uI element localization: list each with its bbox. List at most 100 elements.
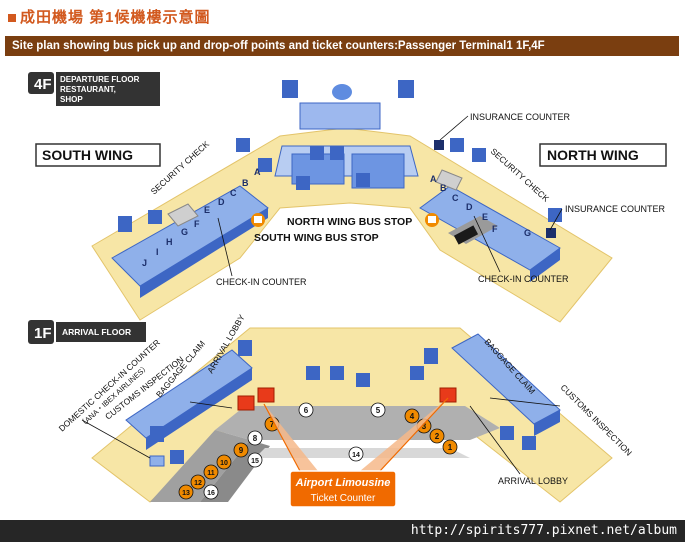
insurance-icon bbox=[546, 228, 556, 238]
central-top-building bbox=[299, 102, 381, 130]
restroom-icon bbox=[450, 138, 464, 152]
bus-stop-8 bbox=[247, 430, 263, 446]
floor1-badge bbox=[28, 320, 54, 344]
ticket-callout-beam bbox=[264, 404, 318, 471]
restroom-icon bbox=[548, 208, 562, 222]
counter-letter: D bbox=[466, 202, 473, 212]
bus-stop-12 bbox=[190, 474, 206, 490]
ticket-counter-south bbox=[257, 387, 275, 403]
bus-stop-number: 15 bbox=[251, 458, 259, 465]
counter-letter: E bbox=[482, 212, 488, 222]
bus-stop-number: 11 bbox=[207, 470, 215, 477]
ticket-counter-north bbox=[439, 387, 457, 403]
bus-glyph-icon bbox=[428, 216, 436, 223]
north-wing-box bbox=[539, 143, 667, 167]
bus-stop-number: 3 bbox=[422, 422, 427, 431]
south-road bbox=[150, 430, 250, 502]
bus-stop-2 bbox=[429, 428, 445, 444]
bus-stop-number: 6 bbox=[304, 406, 309, 415]
floor4-label-line: DEPARTURE FLOOR bbox=[60, 75, 140, 84]
ticket-counter-box bbox=[289, 470, 397, 508]
north-wing-building-side bbox=[530, 248, 560, 282]
elevator-icon bbox=[356, 373, 370, 387]
floor4-label-line: RESTAURANT, bbox=[60, 85, 116, 94]
bus-stop-11 bbox=[203, 464, 219, 480]
ticket-label-text: Ticket Counter bbox=[311, 493, 376, 504]
counter-letter: C bbox=[452, 193, 459, 203]
north-wing-label: NORTH WING bbox=[547, 147, 639, 163]
bus-stop-number: 16 bbox=[207, 490, 215, 497]
bus-stop-number: 5 bbox=[376, 406, 381, 415]
bus-stop-5 bbox=[370, 402, 386, 418]
title-square-icon bbox=[8, 14, 16, 23]
south-wing-bus-stop-label: SOUTH WING BUS STOP bbox=[254, 232, 379, 244]
header-bar: Site plan showing bus pick up and drop-o… bbox=[5, 36, 679, 56]
south-wing-box bbox=[35, 143, 161, 167]
leader-line bbox=[81, 419, 151, 459]
bus-stop-number: 4 bbox=[410, 412, 415, 421]
central-dome bbox=[332, 84, 352, 100]
bus-stop-number: 12 bbox=[194, 480, 202, 487]
checkin-counter-north-label: CHECK-IN COUNTER bbox=[478, 274, 569, 284]
insurance-icon bbox=[434, 140, 444, 150]
ticket-callout-beam bbox=[360, 398, 448, 471]
bus-stop-numbers: 1 2 3 4 7 9 10 11 12 13 5 6 8 14 15 16 bbox=[178, 402, 458, 500]
bus-glyph-icon bbox=[254, 216, 262, 223]
page-title: 成田機場 第1候機樓示意圖 bbox=[8, 6, 211, 27]
counter-letter: I bbox=[156, 247, 159, 257]
counter-letter: A bbox=[430, 174, 437, 184]
counter-letter: E bbox=[204, 205, 210, 215]
leader-line bbox=[189, 401, 233, 409]
bus-stop-10 bbox=[216, 454, 232, 470]
watermark: http://spirits777.pixnet.net/album bbox=[410, 523, 677, 538]
north-baggage-building-side bbox=[534, 410, 560, 436]
counter-letter: C bbox=[230, 188, 237, 198]
central-block-right bbox=[351, 153, 405, 189]
bus-stop-number: 2 bbox=[435, 432, 440, 441]
restroom-icon bbox=[118, 216, 132, 232]
bus-stop-number: 10 bbox=[220, 460, 228, 467]
elevator-icon bbox=[472, 148, 486, 162]
counter-letter: F bbox=[194, 219, 200, 229]
elevator-icon bbox=[296, 176, 310, 190]
bus-stop-number: 9 bbox=[239, 446, 244, 455]
elevator-icon bbox=[522, 436, 536, 450]
south-counter-letters: A B C D E F G H I J bbox=[142, 167, 261, 268]
counter-letter: J bbox=[142, 258, 147, 268]
checkin-counter-south-label: CHECK-IN COUNTER bbox=[216, 277, 307, 287]
leader-line bbox=[469, 405, 521, 475]
leader-line bbox=[489, 397, 561, 407]
restroom-icon bbox=[398, 80, 414, 98]
elevator-icon bbox=[148, 210, 162, 224]
counter-letter: A bbox=[254, 167, 261, 177]
elevator-icon bbox=[410, 366, 424, 380]
south-wing-label: SOUTH WING bbox=[42, 147, 133, 163]
floor4-label-box bbox=[56, 72, 160, 106]
floor4-icons bbox=[118, 80, 562, 245]
bus-stop-9 bbox=[233, 442, 249, 458]
elevator-icon bbox=[356, 173, 370, 187]
floor1-badge-text: 1F bbox=[34, 325, 52, 342]
restroom-icon bbox=[150, 426, 164, 442]
floor4-badge-text: 4F bbox=[34, 76, 52, 93]
south-stairs bbox=[167, 203, 199, 227]
arrival-lobby-north-label: ARRIVAL LOBBY bbox=[498, 476, 568, 486]
bus-stop-13 bbox=[178, 484, 194, 500]
restroom-icon bbox=[500, 426, 514, 440]
bus-stop-1 bbox=[442, 439, 458, 455]
bus-stop-number: 13 bbox=[182, 490, 190, 497]
elevator-icon bbox=[236, 138, 250, 152]
floor1-label-box bbox=[56, 322, 146, 342]
page-title-text: 成田機場 第1候機樓示意圖 bbox=[20, 9, 211, 26]
insurance-counter-top-label: INSURANCE COUNTER bbox=[470, 112, 571, 122]
leader-line bbox=[439, 115, 469, 141]
restroom-icon bbox=[306, 366, 320, 380]
bus-stop-6 bbox=[298, 402, 314, 418]
insurance-counter-right-label: INSURANCE COUNTER bbox=[565, 204, 666, 214]
floor4-badge bbox=[28, 72, 54, 94]
ticket-callout-line bbox=[379, 397, 449, 472]
floor4-label-line: SHOP bbox=[60, 95, 83, 104]
leader-line bbox=[549, 208, 563, 231]
leader-line bbox=[473, 215, 501, 273]
leader-line bbox=[217, 217, 233, 277]
